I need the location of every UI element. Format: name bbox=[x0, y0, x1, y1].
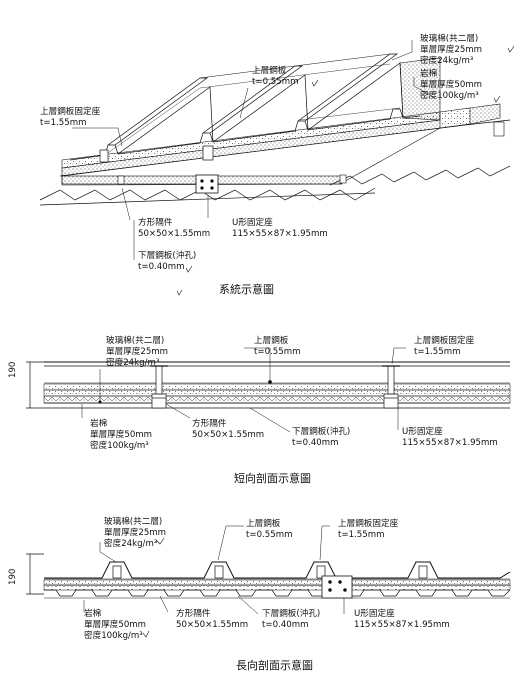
long-upper-sheet bbox=[44, 561, 511, 579]
s2-upper-seat-name: 上層鋼板固定座 bbox=[414, 336, 475, 346]
s2-rock-wool-density: 密度100kg/m³ bbox=[90, 441, 149, 451]
s3-glass-wool-density: 密度24kg/m³ bbox=[104, 539, 158, 549]
s2-spacer-name: 方形隔件 bbox=[192, 419, 227, 429]
s2-upper-seat-t: t=1.55mm bbox=[414, 347, 461, 357]
s3-glass-wool-name: 玻璃棉(共二層) bbox=[104, 517, 163, 527]
s1-caption: 系統示意圖 bbox=[219, 283, 274, 296]
s2-lower-plate-t: t=0.40mm bbox=[292, 438, 339, 448]
s1-upper-seat-t: t=1.55mm bbox=[40, 118, 87, 128]
s3-lower-plate-name: 下層鋼板(沖孔) bbox=[262, 609, 321, 619]
long-section bbox=[26, 525, 511, 638]
s3-rock-wool-name: 岩棉 bbox=[84, 609, 102, 619]
s1-glass-wool-name: 玻璃棉(共二層) bbox=[420, 34, 479, 44]
s3-caption: 長向剖面示意圖 bbox=[236, 659, 313, 672]
short-section bbox=[26, 347, 511, 433]
s1-spacer-size: 50×50×1.55mm bbox=[138, 229, 211, 239]
s2-upper-plate-name: 上層鋼板 bbox=[254, 336, 289, 346]
s3-spacer-name: 方形隔件 bbox=[176, 609, 211, 619]
s2-caption: 短向剖面示意圖 bbox=[234, 472, 311, 485]
lower-deck bbox=[39, 187, 376, 201]
isometric-view bbox=[39, 40, 515, 296]
upper-steel-sheet bbox=[69, 108, 421, 161]
s2-dimension: 190 bbox=[8, 361, 18, 378]
s3-glass-wool-thickness: 單層厚度25mm bbox=[104, 528, 167, 538]
s3-upper-plate-name: 上層鋼板 bbox=[246, 519, 281, 529]
s3-upper-seat-name: 上層鋼板固定座 bbox=[338, 519, 399, 529]
s1-rock-wool-name: 岩棉 bbox=[420, 69, 438, 79]
s2-u-seat-size: 115×55×87×1.95mm bbox=[402, 438, 498, 448]
s2-spacer-size: 50×50×1.55mm bbox=[192, 430, 265, 440]
s3-rock-wool-thickness: 單層厚度50mm bbox=[84, 620, 147, 630]
s2-glass-wool-density: 密度24kg/m³ bbox=[106, 358, 160, 368]
s1-lower-plate-name: 下層鋼板(沖孔) bbox=[138, 251, 197, 261]
s2-lower-plate-name: 下層鋼板(沖孔) bbox=[292, 427, 351, 437]
s2-glass-wool-thickness: 單層厚度25mm bbox=[106, 347, 169, 357]
s3-upper-plate-t: t=0.55mm bbox=[246, 530, 293, 540]
s1-u-seat-name: U形固定座 bbox=[232, 218, 273, 228]
s1-upper-plate-name: 上層鋼板 bbox=[252, 66, 287, 76]
s2-upper-plate-t: t=0.55mm bbox=[254, 347, 301, 357]
s1-spacer-name: 方形隔件 bbox=[138, 218, 173, 228]
s1-rock-wool-thickness: 單層厚度50mm bbox=[420, 80, 483, 90]
s3-lower-plate-t: t=0.40mm bbox=[262, 620, 309, 630]
s2-glass-wool-name: 玻璃棉(共二層) bbox=[106, 336, 165, 346]
s3-u-seat-size: 115×55×87×1.95mm bbox=[354, 620, 450, 630]
s1-glass-wool-density: 密度24kg/m³ bbox=[420, 56, 474, 66]
s1-upper-seat-name: 上層鋼板固定座 bbox=[40, 107, 101, 117]
s3-dimension: 190 bbox=[8, 568, 18, 585]
s3-upper-seat-t: t=1.55mm bbox=[338, 530, 385, 540]
s1-u-seat-size: 115×55×87×1.95mm bbox=[232, 229, 328, 239]
s3-u-seat-name: U形固定座 bbox=[354, 609, 395, 619]
s2-rock-wool-name: 岩棉 bbox=[90, 419, 108, 429]
s1-upper-plate-t: t=0.55mm bbox=[252, 77, 299, 87]
s1-glass-wool-thickness: 單層厚度25mm bbox=[420, 45, 483, 55]
s1-lower-plate-t: t=0.40mm bbox=[138, 262, 185, 272]
s1-rock-wool-density: 密度100kg/m³ bbox=[420, 91, 479, 101]
s2-rock-wool-thickness: 單層厚度50mm bbox=[90, 430, 153, 440]
s3-spacer-size: 50×50×1.55mm bbox=[176, 620, 249, 630]
s2-u-seat-name: U形固定座 bbox=[402, 427, 443, 437]
s3-rock-wool-density: 密度100kg/m³ bbox=[84, 631, 143, 641]
